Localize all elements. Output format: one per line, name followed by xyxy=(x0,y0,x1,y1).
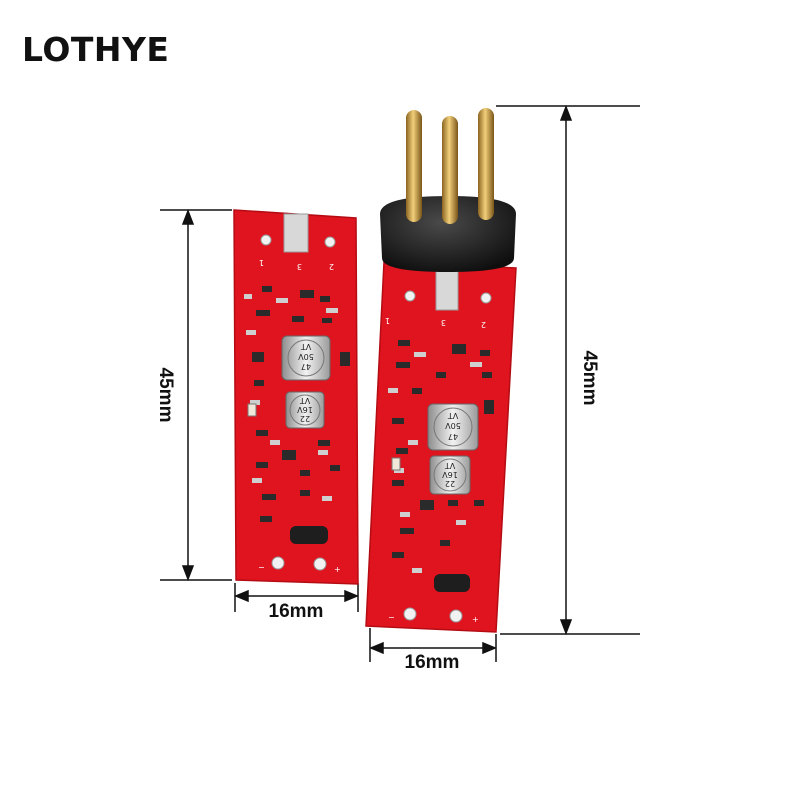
left-capacitor-small: 22 16V VT xyxy=(285,391,325,429)
left-cap-large-line3: VT xyxy=(301,342,311,351)
left-height-dimension xyxy=(160,208,232,582)
left-width-dimension xyxy=(234,583,359,612)
left-pin-1: 1 xyxy=(259,258,264,267)
connector-pin-2 xyxy=(478,108,494,220)
right-plus-label: + xyxy=(472,615,479,624)
right-pcb-board: 1 3 2 47 50V VT xyxy=(365,261,517,633)
right-minus-label: − xyxy=(388,613,395,622)
left-cap-large-line2: 50V xyxy=(298,352,314,361)
right-height-label: 45mm xyxy=(579,351,600,406)
left-cap-small-line2: 16V xyxy=(297,405,313,414)
right-cap-large-line2: 50V xyxy=(445,421,461,430)
left-pcb-board: 1 3 2 47 50V VT xyxy=(233,209,359,585)
right-cap-large-line1: 47 xyxy=(448,432,458,441)
left-minus-label: − xyxy=(258,563,265,572)
right-width-label: 16mm xyxy=(405,652,460,673)
right-capacitor-large: 47 50V VT xyxy=(427,403,479,451)
left-width-label: 16mm xyxy=(269,601,324,622)
left-capacitor-large: 47 50V VT xyxy=(281,335,331,381)
right-height-dimension xyxy=(496,104,640,636)
left-pin-3: 3 xyxy=(297,262,302,271)
left-pin-2: 2 xyxy=(329,262,334,271)
xlr-connector xyxy=(380,108,516,311)
right-cap-small-line3: VT xyxy=(445,461,455,470)
left-cap-small-line3: VT xyxy=(300,396,310,405)
left-cap-large-line1: 47 xyxy=(301,362,311,371)
right-width-dimension xyxy=(369,628,497,662)
left-cap-small-line1: 22 xyxy=(300,414,310,423)
left-plus-label: + xyxy=(334,565,341,574)
right-pin-2: 2 xyxy=(481,320,486,329)
connector-pin-3 xyxy=(442,116,458,224)
connector-pin-1 xyxy=(406,110,422,222)
left-height-label: 45mm xyxy=(155,368,176,423)
right-pin-3: 3 xyxy=(441,318,446,327)
right-pin-1: 1 xyxy=(385,316,390,325)
right-cap-small-line2: 16V xyxy=(442,470,458,479)
brand-logo: LOTHYE xyxy=(22,30,170,69)
right-cap-small-line1: 22 xyxy=(445,479,455,488)
right-cap-large-line3: VT xyxy=(448,411,458,420)
right-capacitor-small: 22 16V VT xyxy=(429,455,471,495)
